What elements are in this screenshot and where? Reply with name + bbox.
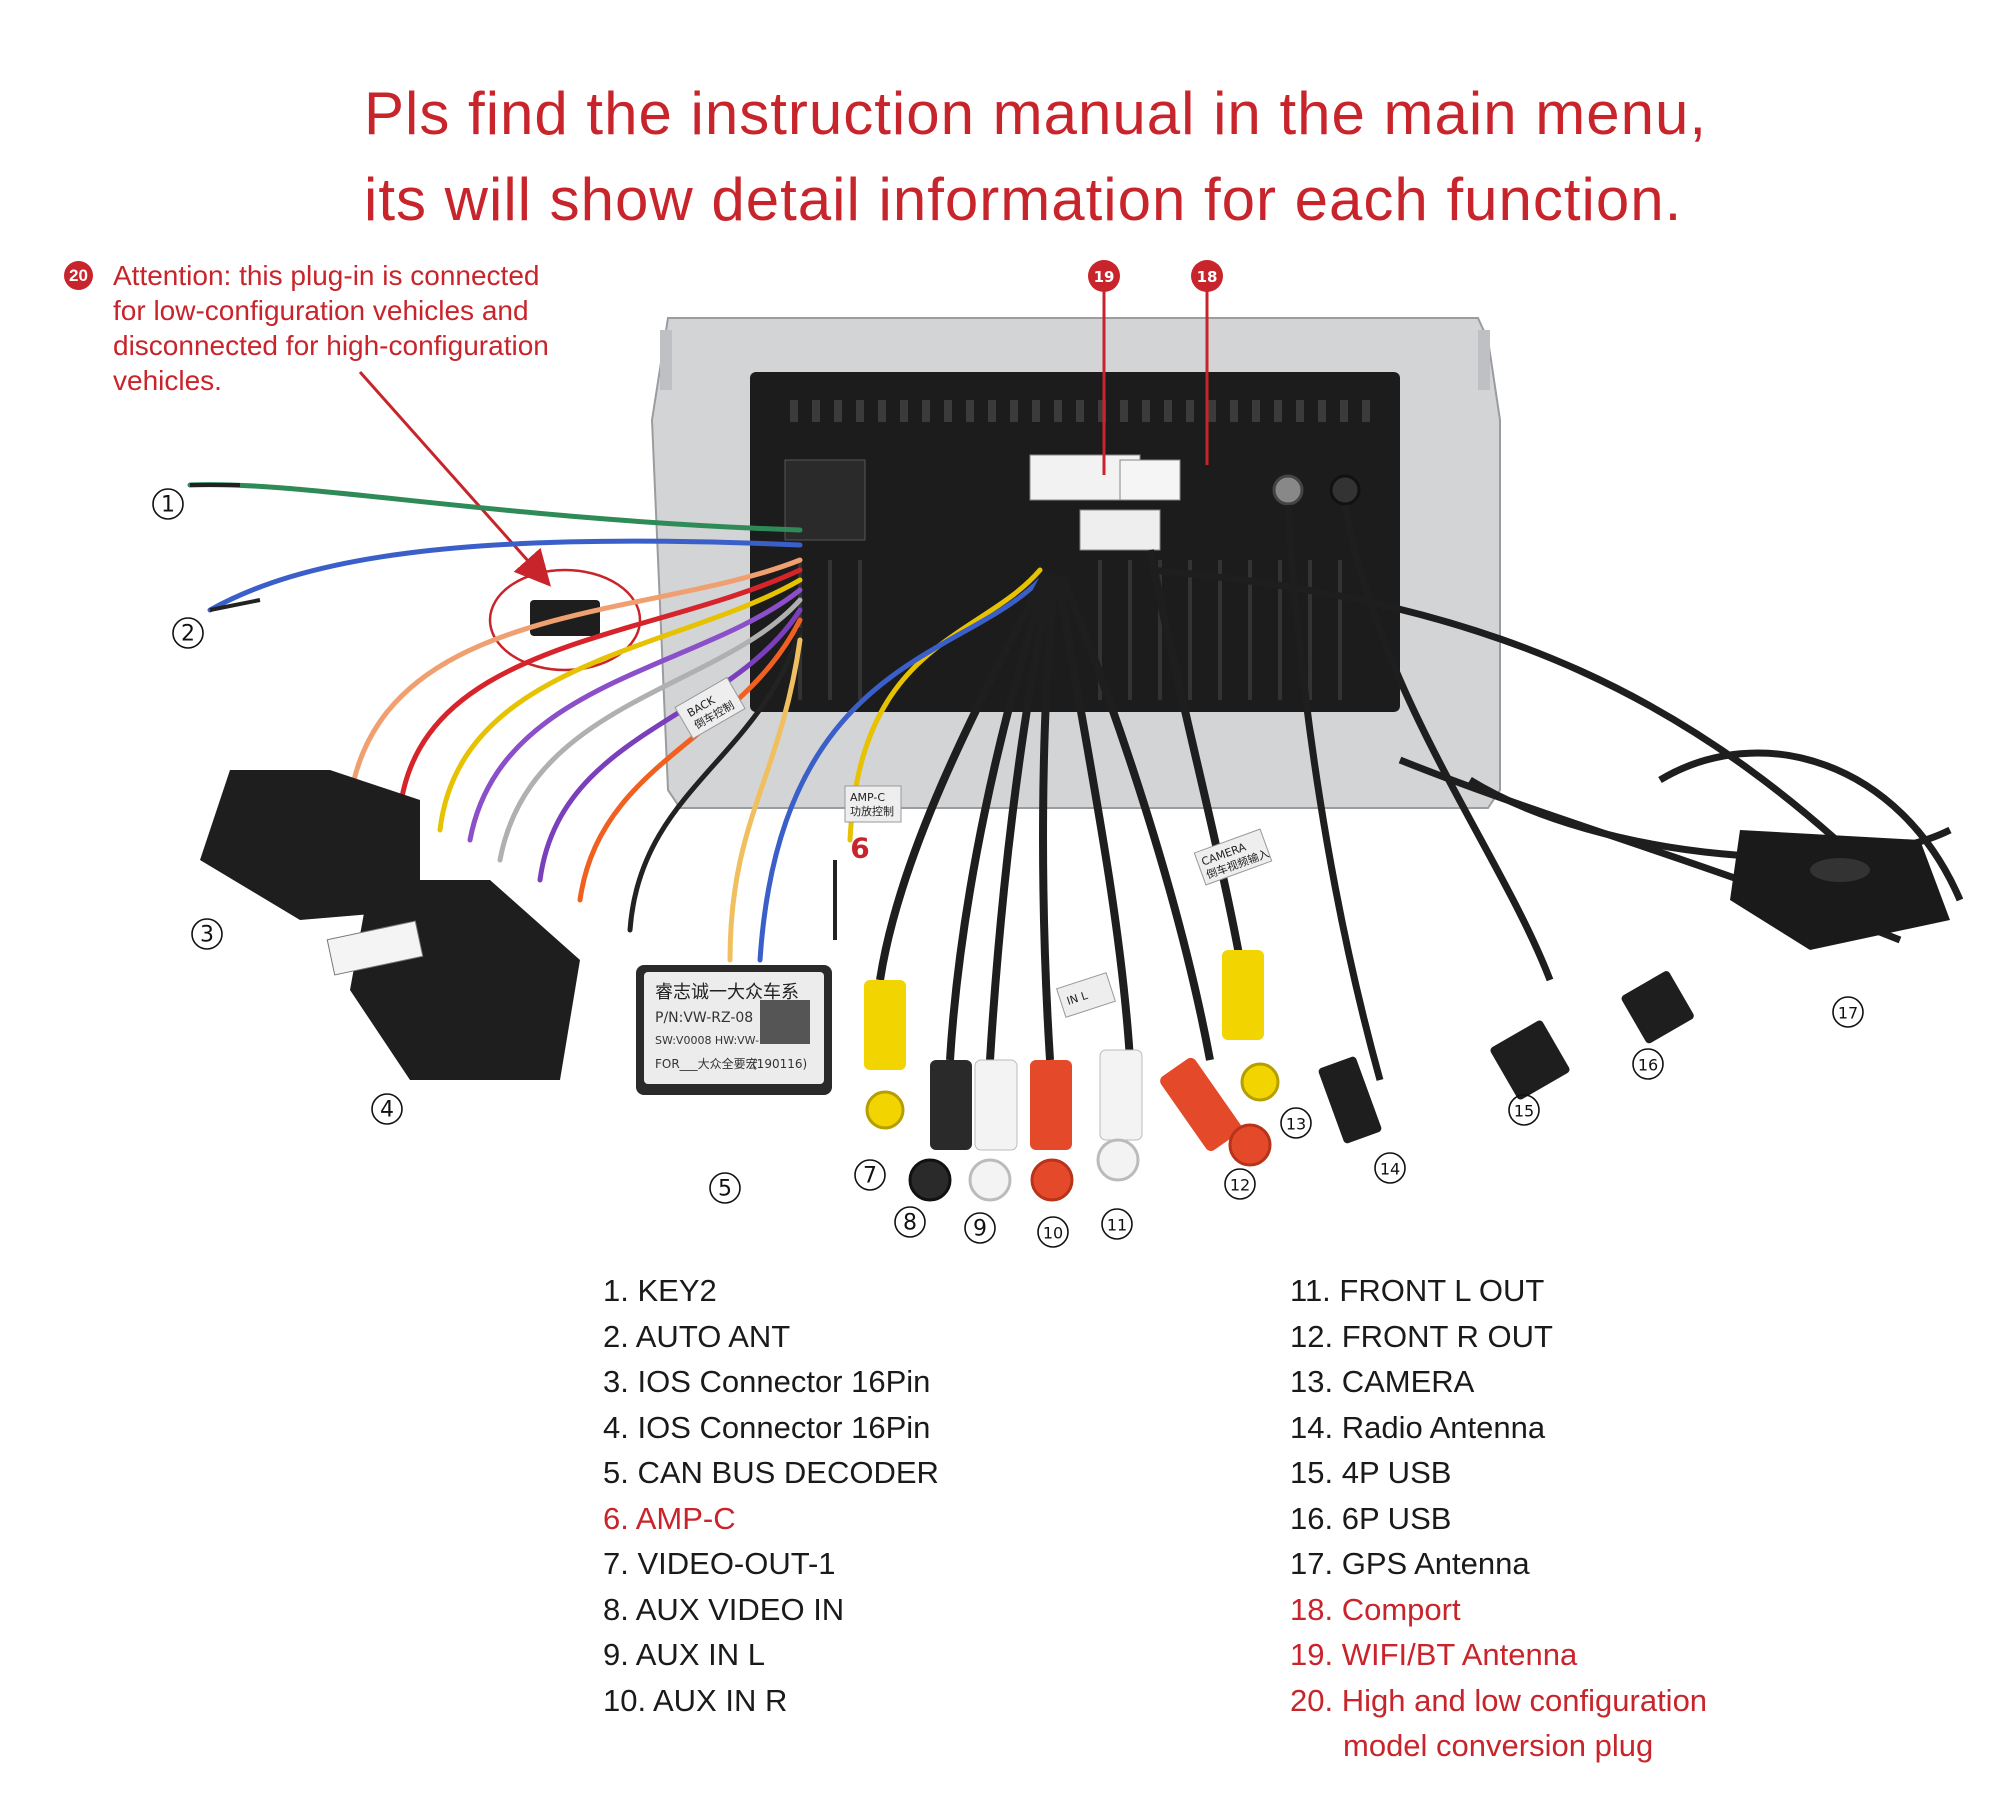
label-3: 3	[200, 923, 214, 948]
legend-item: 11. FRONT L OUT	[1290, 1273, 1545, 1308]
decoder-line-3: SW:V0008 HW:VW-NC02	[655, 1034, 789, 1047]
label-14: 14	[1380, 1160, 1400, 1179]
callout-18: 18	[1191, 260, 1223, 465]
radio-antenna-jack	[1272, 474, 1304, 506]
headline-line-1: Pls find the instruction manual in the m…	[364, 80, 1708, 147]
legend-item: 9. AUX IN L	[603, 1637, 765, 1672]
legend-item: 16. 6P USB	[1290, 1500, 1452, 1536]
wiring-diagram: 19 18 BACK 倒车控制	[152, 260, 1964, 1248]
rca-plug-9-aux-in-l	[968, 1059, 1018, 1202]
headline-line-2: its will show detail information for eac…	[364, 166, 1683, 233]
decoder-qr-code	[760, 1000, 810, 1044]
label-1: 1	[161, 493, 175, 518]
conversion-plug-highlight	[488, 568, 642, 672]
gps-antenna-17	[1730, 830, 1950, 950]
usb-6p-plug-16	[1621, 971, 1694, 1044]
decoder-line-5: (190116)	[752, 1057, 807, 1071]
legend-item: 3. IOS Connector 16Pin	[603, 1364, 931, 1399]
vent-slots	[790, 400, 1370, 422]
decoder-line-4: FOR___大众全要宏	[655, 1056, 758, 1071]
label-17: 17	[1838, 1004, 1858, 1023]
camera-tag: CAMERA 倒车视频输入	[1193, 828, 1273, 886]
can-bus-decoder: 睿志诚一大众车系 P/N:VW-RZ-08 SW:V0008 HW:VW-NC0…	[636, 965, 832, 1095]
attention-line-3: disconnected for high-configuration	[113, 330, 549, 361]
legend-item: model conversion plug	[1343, 1728, 1654, 1763]
label-5: 5	[718, 1177, 732, 1202]
legend-item: 17. GPS Antenna	[1290, 1546, 1530, 1581]
legend-item: 15. 4P USB	[1290, 1455, 1452, 1490]
ios-connector-3	[200, 770, 420, 920]
label-8: 8	[903, 1211, 917, 1236]
label-12: 12	[1230, 1176, 1250, 1195]
legend-left-column: 1. KEY2 2. AUTO ANT 3. IOS Connector 16Pin…	[603, 1268, 939, 1723]
rca-plug-10-aux-in-r	[1030, 1060, 1074, 1202]
callout-6-number: 6	[850, 832, 869, 865]
attention-text: Attention: this plug-in is connected for…	[113, 258, 673, 398]
legend-item: 5. CAN BUS DECODER	[603, 1455, 939, 1490]
label-4: 4	[380, 1098, 394, 1123]
callout-19-number: 19	[1094, 268, 1115, 286]
back-tag: BACK 倒车控制	[674, 676, 746, 740]
main-harness-socket	[784, 459, 866, 541]
decoder-line-1: 睿志诚一大众车系	[655, 982, 799, 1003]
amp-c-tag: AMP-C 功放控制 6	[833, 785, 902, 940]
legend-item: 6. AMP-C	[603, 1500, 736, 1536]
in-l-tag: IN L	[1056, 972, 1116, 1018]
label-16: 16	[1638, 1056, 1658, 1075]
in-l-tag-label: IN L	[1065, 989, 1090, 1008]
white-connector-bottom	[1079, 509, 1161, 551]
legend-item: 1. KEY2	[603, 1273, 717, 1308]
legend-item: 8. AUX VIDEO IN	[603, 1591, 845, 1627]
legend-item: 7. VIDEO-OUT-1	[603, 1546, 836, 1581]
attention-line-1: Attention: this plug-in is connected	[113, 260, 540, 291]
legend-item: 4. IOS Connector 16Pin	[603, 1409, 931, 1445]
rca-plug-8-aux-video-in	[908, 1060, 972, 1202]
rca-plug-11-front-l-out	[1096, 1049, 1143, 1182]
head-unit	[650, 317, 1501, 809]
label-10: 10	[1043, 1224, 1063, 1243]
label-15: 15	[1514, 1102, 1534, 1121]
attention-line-4: vehicles.	[113, 365, 222, 396]
number-labels: 1 2 3 4 5 7 8 9 10 11 12 13 14 15 16 17	[152, 488, 1864, 1248]
amp-c-tag-label: AMP-C	[850, 791, 885, 804]
legend-item: 12. FRONT R OUT	[1290, 1318, 1553, 1354]
callout-19: 19	[1088, 260, 1120, 475]
legend-item: 2. AUTO ANT	[603, 1318, 791, 1354]
attention-line-2: for low-configuration vehicles and	[113, 295, 529, 326]
usb-4p-plug-15	[1490, 1020, 1570, 1100]
ios-connector-4	[326, 880, 580, 1080]
legend-item: 10. AUX IN R	[603, 1682, 788, 1718]
rca-plug-12-front-r-out	[1160, 1057, 1272, 1167]
legend-item: 14. Radio Antenna	[1290, 1409, 1546, 1445]
legend-item: 20. High and low configuration	[1290, 1682, 1708, 1718]
wire-bundle	[187, 482, 1043, 963]
legend-item: 19. WIFI/BT Antenna	[1290, 1637, 1578, 1672]
rca-cables	[876, 549, 1244, 1061]
rca-plug-7-video-out	[864, 980, 906, 1130]
decoder-line-2: P/N:VW-RZ-08	[655, 1010, 753, 1026]
label-9: 9	[973, 1217, 987, 1242]
rear-housing	[750, 372, 1400, 712]
callout-18-number: 18	[1197, 268, 1218, 286]
gps-antenna-jack	[1329, 474, 1361, 506]
amp-c-tag-label-cn: 功放控制	[850, 804, 894, 818]
label-2: 2	[181, 622, 195, 647]
legend-right-column: 11. FRONT L OUT 12. FRONT R OUT 13. CAMERA…	[1290, 1268, 1707, 1769]
rca-plug-13-camera	[1222, 950, 1280, 1102]
label-13: 13	[1286, 1115, 1306, 1134]
legend-item: 13. CAMERA	[1290, 1364, 1475, 1399]
radio-antenna-plug-14	[1318, 1056, 1382, 1144]
label-11: 11	[1107, 1216, 1127, 1235]
callout-badge-20: 20	[64, 261, 93, 290]
label-7: 7	[863, 1164, 877, 1189]
legend-item: 18. Comport	[1290, 1591, 1461, 1627]
